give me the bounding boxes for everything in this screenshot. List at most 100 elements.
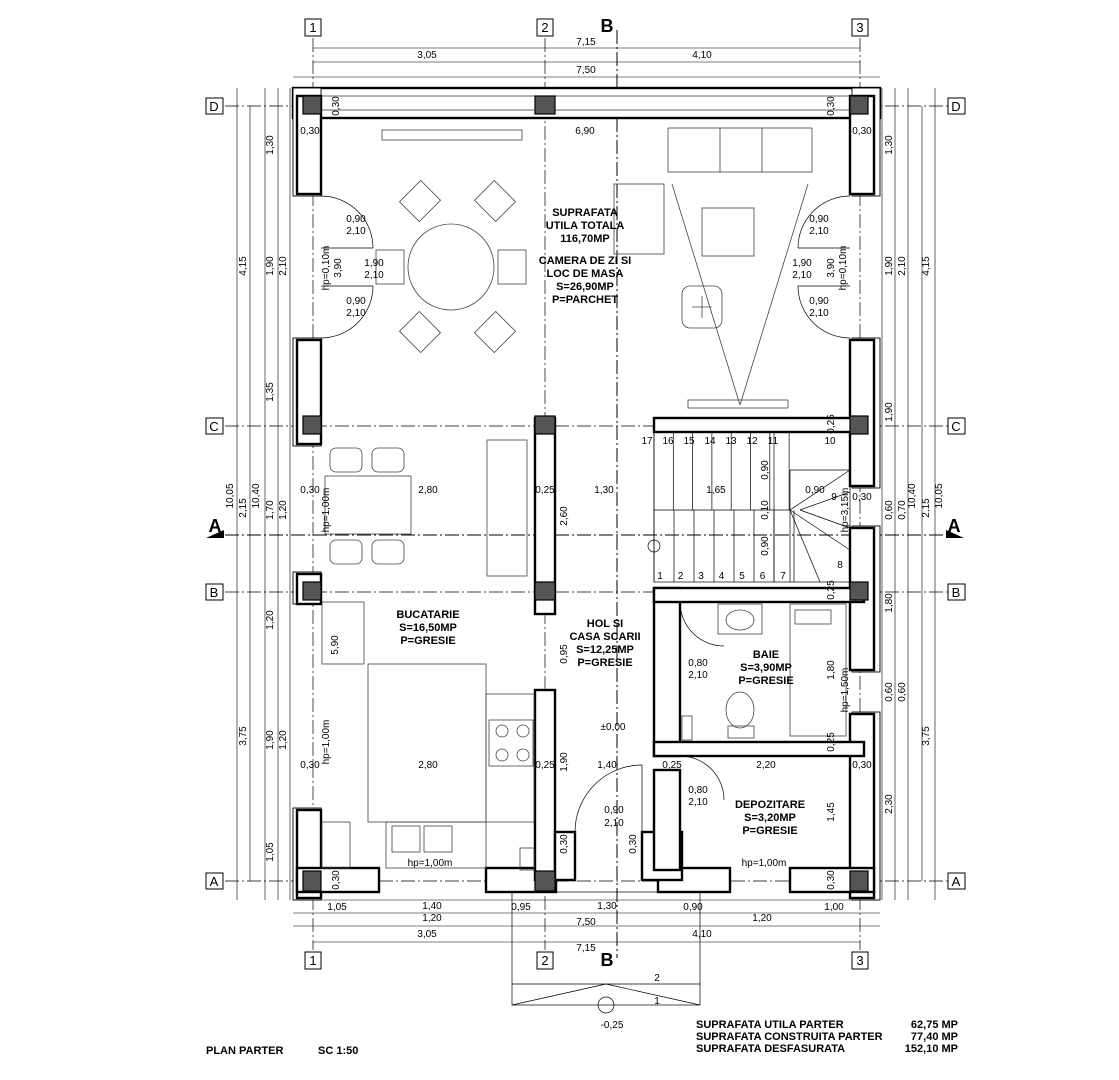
svg-text:10,40: 10,40 <box>907 483 918 508</box>
axis-label-2-top: 2 <box>541 20 548 35</box>
svg-text:2,80: 2,80 <box>418 760 438 771</box>
axis-label-b-right: B <box>952 585 961 600</box>
svg-text:P=GRESIE: P=GRESIE <box>742 825 797 837</box>
svg-text:5,90: 5,90 <box>330 635 341 655</box>
svg-text:0,30: 0,30 <box>331 96 342 116</box>
svg-text:hp=0,10m: hp=0,10m <box>321 246 332 291</box>
storage-label: DEPOZITARE S=3,20MP P=GRESIE <box>735 799 805 837</box>
section-a-label-left: A <box>209 516 222 536</box>
svg-text:1,40: 1,40 <box>422 901 442 912</box>
axis-label-d-left: D <box>209 99 218 114</box>
svg-text:2,10: 2,10 <box>346 226 366 237</box>
svg-text:0,25: 0,25 <box>535 485 555 496</box>
svg-text:1,00: 1,00 <box>824 902 844 913</box>
svg-text:0,95: 0,95 <box>511 902 531 913</box>
svg-text:0,25: 0,25 <box>826 414 837 434</box>
stair-treads <box>653 432 851 583</box>
svg-text:1,80: 1,80 <box>826 660 837 680</box>
svg-text:P=GRESIE: P=GRESIE <box>577 657 632 669</box>
svg-text:0,30: 0,30 <box>300 126 320 137</box>
svg-text:0,90: 0,90 <box>805 485 825 496</box>
svg-text:0,90: 0,90 <box>760 536 771 556</box>
svg-text:1,90: 1,90 <box>792 258 812 269</box>
svg-text:2,10: 2,10 <box>364 270 384 281</box>
svg-text:0,30: 0,30 <box>300 760 320 771</box>
summary-row-useful: SUPRAFATA UTILA PARTER 62,75 MP <box>696 1019 958 1031</box>
svg-text:1,30: 1,30 <box>265 135 276 155</box>
axis-label-3-top: 3 <box>856 20 863 35</box>
kitchen-label: BUCATARIE S=16,50MP P=GRESIE <box>396 609 459 647</box>
svg-text:BAIE: BAIE <box>753 649 779 661</box>
svg-text:0,30: 0,30 <box>826 96 837 116</box>
axis-label-a-left: A <box>210 874 219 889</box>
stair-step-number: 16 <box>662 436 674 447</box>
svg-text:2,10: 2,10 <box>604 818 624 829</box>
svg-text:S=16,50MP: S=16,50MP <box>399 622 457 634</box>
svg-text:0,30: 0,30 <box>852 126 872 137</box>
stair-step-number: 15 <box>683 436 695 447</box>
stair-step-number: 5 <box>739 571 745 582</box>
svg-text:0,90: 0,90 <box>760 460 771 480</box>
svg-text:1,05: 1,05 <box>265 842 276 862</box>
stair-step-number: 6 <box>760 571 766 582</box>
dimension-texts: 3,05 4,10 7,15 7,50 1,05 1,40 1,20 0,95 … <box>225 37 945 954</box>
svg-text:0,10: 0,10 <box>760 500 771 520</box>
axis-label-d-right: D <box>951 99 960 114</box>
stair-step-number: 17 <box>641 436 653 447</box>
svg-text:2,10: 2,10 <box>278 256 289 276</box>
stair-step-number: 10 <box>824 436 836 447</box>
bathroom-label: BAIE S=3,90MP P=GRESIE <box>738 649 793 687</box>
svg-text:0,95: 0,95 <box>559 644 570 664</box>
svg-text:0,30: 0,30 <box>852 760 872 771</box>
total-area-label: SUPRAFATA UTILA TOTALA 116,70MP <box>546 207 625 245</box>
summary-row-built: SUPRAFATA CONSTRUITA PARTER 77,40 MP <box>696 1031 958 1043</box>
svg-text:0,90: 0,90 <box>809 296 829 307</box>
svg-text:1,90: 1,90 <box>364 258 384 269</box>
door-swings <box>320 195 851 833</box>
svg-text:0,25: 0,25 <box>826 732 837 752</box>
axis-label-b-left: B <box>210 585 219 600</box>
svg-text:2,10: 2,10 <box>897 256 908 276</box>
svg-text:hp=1,00m: hp=1,00m <box>321 488 332 533</box>
svg-text:0,90: 0,90 <box>683 902 703 913</box>
stair-winder <box>789 509 851 551</box>
svg-text:CAMERA DE ZI SI: CAMERA DE ZI SI <box>539 255 632 267</box>
svg-text:DEPOZITARE: DEPOZITARE <box>735 799 805 811</box>
svg-text:0,70: 0,70 <box>897 500 908 520</box>
svg-text:116,70MP: 116,70MP <box>560 233 610 245</box>
svg-text:0,25: 0,25 <box>826 580 837 600</box>
svg-text:1,30: 1,30 <box>884 135 895 155</box>
room-labels: SUPRAFATA UTILA TOTALA 116,70MP CAMERA D… <box>396 207 805 837</box>
svg-text:0,90: 0,90 <box>604 805 624 816</box>
svg-text:1,90: 1,90 <box>884 256 895 276</box>
svg-text:1,90: 1,90 <box>265 256 276 276</box>
plan-title: PLAN PARTER <box>206 1045 283 1057</box>
svg-text:S=12,25MP: S=12,25MP <box>576 644 634 656</box>
svg-text:CASA SCARII: CASA SCARII <box>569 631 640 643</box>
svg-text:0,60: 0,60 <box>897 682 908 702</box>
svg-text:2,10: 2,10 <box>809 226 829 237</box>
svg-text:2,10: 2,10 <box>809 308 829 319</box>
svg-text:hp=1,00m: hp=1,00m <box>408 858 453 869</box>
svg-text:0,60: 0,60 <box>884 682 895 702</box>
svg-text:HOL SI: HOL SI <box>587 618 623 630</box>
svg-text:2,10: 2,10 <box>346 308 366 319</box>
svg-text:3,75: 3,75 <box>238 726 249 746</box>
svg-text:2,60: 2,60 <box>559 506 570 526</box>
axis-label-c-right: C <box>951 419 960 434</box>
stair-step-number: 11 <box>768 436 779 447</box>
svg-text:3,05: 3,05 <box>417 929 437 940</box>
svg-text:0,80: 0,80 <box>688 785 708 796</box>
svg-text:0,25: 0,25 <box>535 760 555 771</box>
summary-row-total: SUPRAFATA DESFASURATA 152,10 MP <box>696 1043 958 1055</box>
svg-text:S=26,90MP: S=26,90MP <box>556 281 614 293</box>
svg-text:0,90: 0,90 <box>346 214 366 225</box>
entry-step-2: 2 <box>654 973 660 984</box>
svg-text:4,15: 4,15 <box>238 256 249 276</box>
floor-level: ±0,00 <box>601 722 626 733</box>
columns <box>302 95 869 892</box>
svg-text:1,30: 1,30 <box>597 901 617 912</box>
svg-text:0,30: 0,30 <box>852 492 872 503</box>
svg-text:0,30: 0,30 <box>331 870 342 890</box>
